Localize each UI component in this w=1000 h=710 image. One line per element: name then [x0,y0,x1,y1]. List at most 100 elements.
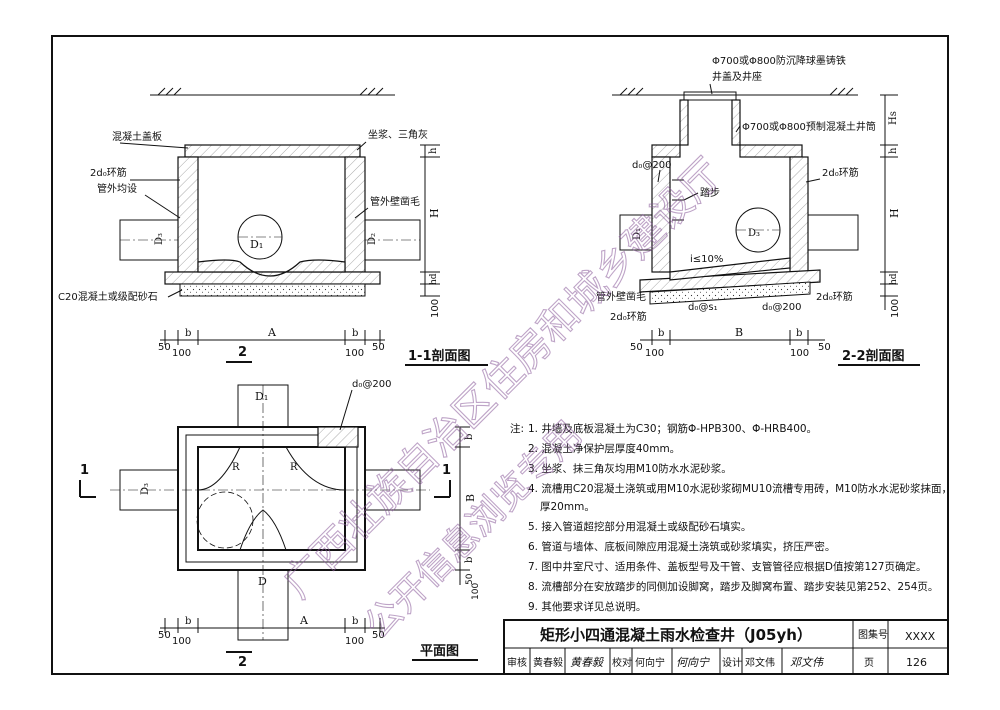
note-2: 2. 混凝土净保护层厚度40mm。 [528,442,680,455]
plan-rebar-label: d₀@200 [352,379,391,390]
plan-50-r: 50 [372,630,385,641]
right-wall [344,156,366,273]
dim-100-2l: 100 [645,348,664,359]
designer: 邓文伟 [745,656,775,669]
bottom-slab-2 [639,269,821,293]
designer-signature: 邓文伟 [790,656,825,669]
label-mortar: 坐浆、三角灰 [368,128,428,141]
plan-r1: R [232,462,240,473]
label-wall-rough-2: 管外壁凿毛 [596,290,646,303]
label-d1-2: D₁ [632,228,643,240]
design-label: 设计 [722,656,742,669]
caption-1-1: 1-1剖面图 [408,348,471,364]
label-step: 踏步 [700,186,720,199]
dim-b-right: b [352,328,358,339]
label-ring-b: 2d₀环筋 [816,290,853,303]
label-d3: D₃ [154,233,165,245]
sheet-border [51,35,949,675]
cut-1-right: 1 [442,463,451,478]
shaft-right [731,99,741,146]
dim-b-2r: b [796,328,802,339]
plan-A: A [299,614,309,627]
plan-b-l: b [185,616,191,627]
label-d3-2: D₃ [748,228,760,239]
label-rebar: d₀@200 [632,160,671,171]
plan-d: D [258,575,267,588]
dim-50-2r: 50 [818,342,831,353]
checker-signature: 何向宁 [676,656,710,669]
dim-b-left: b [185,328,191,339]
wall-right-2 [789,156,809,273]
label-ring: 2d₀环筋 [90,166,127,179]
plan-b-top: b [464,434,475,440]
plan-d3: D₃ [140,483,151,495]
left-wall [177,156,199,273]
label-ring-c: 2d₀环筋 [610,310,647,323]
label-d1: D₁ [250,238,263,251]
dim-hd: hd [429,273,439,285]
note-4: 4. 流槽用C20混凝土浇筑或用M10水泥砂浆砌MU10流槽专用砖，M10防水水… [528,482,952,495]
atlas-label: 图集号 [858,628,888,641]
plan-100-r: 100 [345,636,364,647]
manhole-cover [683,91,737,101]
dim-H: H [428,208,441,218]
rebar-detail [317,426,359,448]
plan-r2: R [290,462,298,473]
drawing-title: 矩形小四通混凝土雨水检查井（J05yh） [540,626,812,644]
review-label: 审核 [507,656,527,669]
note-1: 1. 井墙及底板混凝土为C30；钢筋Φ-HPB300、Φ-HRB400。 [528,422,817,435]
steps [672,179,684,221]
dim-Hs: Hs [888,111,899,125]
note-3: 3. 坐浆、抹三角灰均用M10防水水泥砂浆。 [528,462,732,475]
plan-d1: D₁ [255,390,268,403]
shaft-left [679,99,689,146]
plan-B: B [464,494,477,502]
dim-50-l: 50 [158,342,171,353]
dim-h-2: h [888,147,899,154]
caption-2-2: 2-2剖面图 [842,348,905,364]
caption-plan: 平面图 [420,644,459,659]
dim-B-2: B [735,326,743,339]
note-7: 7. 图中井室尺寸、适用条件、盖板型号及干管、支管管径应根据D值按第127页确定… [528,560,926,573]
label-shaft: Φ700或Φ800预制混凝土井筒 [742,120,876,133]
check-label: 校对 [612,656,632,669]
notes: 注: 1. 井墙及底板混凝土为C30；钢筋Φ-HPB300、Φ-HRB400。 … [510,422,952,613]
dim-100-v: 100 [430,299,441,318]
plan-circle [196,491,254,549]
cut-2-bottom: 2 [238,655,247,670]
label-ring-2: 2d₀环筋 [822,166,859,179]
dim-100-v2: 100 [890,299,901,318]
note-8: 8. 流槽部分在安放踏步的同侧加设脚窝，踏步及脚窝布置、踏步安装见第252、25… [528,580,938,593]
reviewer-signature: 黄春毅 [570,656,604,669]
checker: 何向宁 [635,656,665,669]
label-slab: 混凝土盖板 [112,130,162,143]
note-9: 9. 其他要求详见总说明。 [528,600,646,613]
section-2-2: Φ700或Φ800防沉降球墨铸铁 井盖及井座 Φ700或Φ800预制混凝土井筒 … [596,54,920,366]
label-base: C20混凝土或级配砂石 [58,290,158,303]
dim-H-2: H [888,208,901,218]
ground-hatch [157,87,384,96]
label-pipe-even: 管外均设 [97,182,137,195]
note-4-cont: 厚20mm。 [540,501,595,513]
label-d2: D₂ [367,233,378,245]
dim-50-2l: 50 [630,342,643,353]
note-5: 5. 接入管道超挖部分用混凝土或级配砂石填实。 [528,520,751,533]
label-cover2: 井盖及井座 [712,70,762,83]
cut-2-top: 2 [238,345,247,360]
dim-50-r: 50 [372,342,385,353]
cut-1-left: 1 [80,463,89,478]
plan-100-v: 100 [471,583,481,600]
dim-hd-2: hd [889,273,899,285]
dim-100-2r: 100 [790,348,809,359]
dim-A: A [267,326,277,339]
plan-50-v: 50 [465,573,475,585]
plan-view: d₀@200 D₁ D D₃ R R 2 2 1 1 b B b 50 100 … [79,345,481,670]
note-6: 6. 管道与墙体、底板间隙应用混凝土浇筑或砂浆填实，挤压严密。 [528,540,835,553]
dim-100-r: 100 [345,348,364,359]
dim-h: h [428,147,439,154]
plan-50-l: 50 [158,630,171,641]
plan-b-bot: b [464,557,475,563]
page-label: 页 [864,657,874,669]
flow-channel [197,259,346,277]
